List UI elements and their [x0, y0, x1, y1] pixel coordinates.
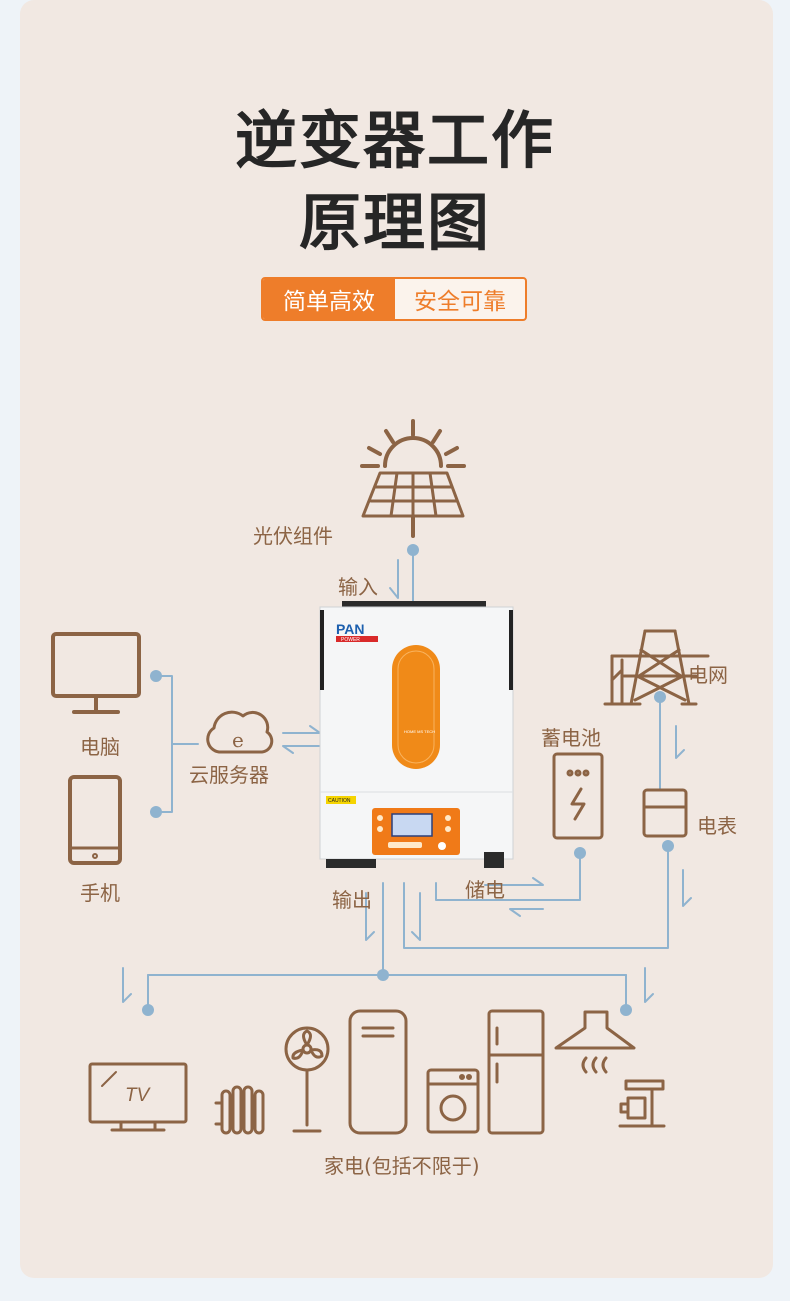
washing-machine-icon	[426, 1068, 480, 1134]
caution-label: CAUTION	[328, 798, 351, 804]
inverter-device: PAN POWER HOME MS TECH CAUTION	[319, 601, 514, 868]
tv-text: TV	[125, 1085, 152, 1106]
battery-icon	[552, 752, 604, 840]
tagline-badge: 简单高效 安全可靠	[261, 277, 527, 321]
label-battery: 蓄电池	[541, 726, 601, 750]
label-input: 输入	[338, 575, 378, 599]
label-pv: 光伏组件	[253, 524, 333, 548]
air-conditioner-icon	[348, 1009, 408, 1135]
tag-primary: 简单高效	[263, 279, 395, 319]
label-cloud: 云服务器	[189, 763, 269, 787]
phone-icon	[68, 775, 122, 865]
label-storage: 储电	[465, 878, 505, 902]
label-output: 输出	[332, 888, 372, 912]
meter-icon	[642, 788, 688, 838]
page-title-line2: 原理图	[298, 186, 491, 259]
label-phone: 手机	[80, 881, 120, 905]
label-computer: 电脑	[80, 735, 120, 759]
connection-dots	[142, 544, 674, 1016]
label-grid: 电网	[688, 663, 728, 687]
coffee-maker-icon	[618, 1079, 666, 1128]
fan-icon	[284, 1026, 330, 1133]
flow-arrows	[122, 559, 692, 1003]
brand-logo: PAN	[336, 621, 365, 637]
label-appliances: 家电(包括不限于)	[324, 1154, 480, 1178]
tag-secondary: 安全可靠	[414, 289, 506, 315]
tv-icon	[88, 1062, 188, 1132]
svg-text:e: e	[232, 728, 244, 752]
connection-lines	[147, 549, 669, 1011]
panel-text: HOME MS TECH	[404, 729, 435, 734]
solar-panel-icon	[360, 419, 466, 538]
label-meter: 电表	[697, 814, 737, 838]
brand-subtitle: POWER	[341, 637, 360, 643]
computer-icon	[51, 632, 141, 714]
page-title-line1: 逆变器工作	[234, 104, 555, 177]
grid-tower-icon	[603, 629, 710, 706]
range-hood-icon	[554, 1010, 636, 1074]
refrigerator-icon	[487, 1009, 545, 1135]
cloud-server-icon: e	[206, 710, 274, 754]
heater-icon	[214, 1085, 265, 1135]
orange-panel	[392, 645, 440, 769]
